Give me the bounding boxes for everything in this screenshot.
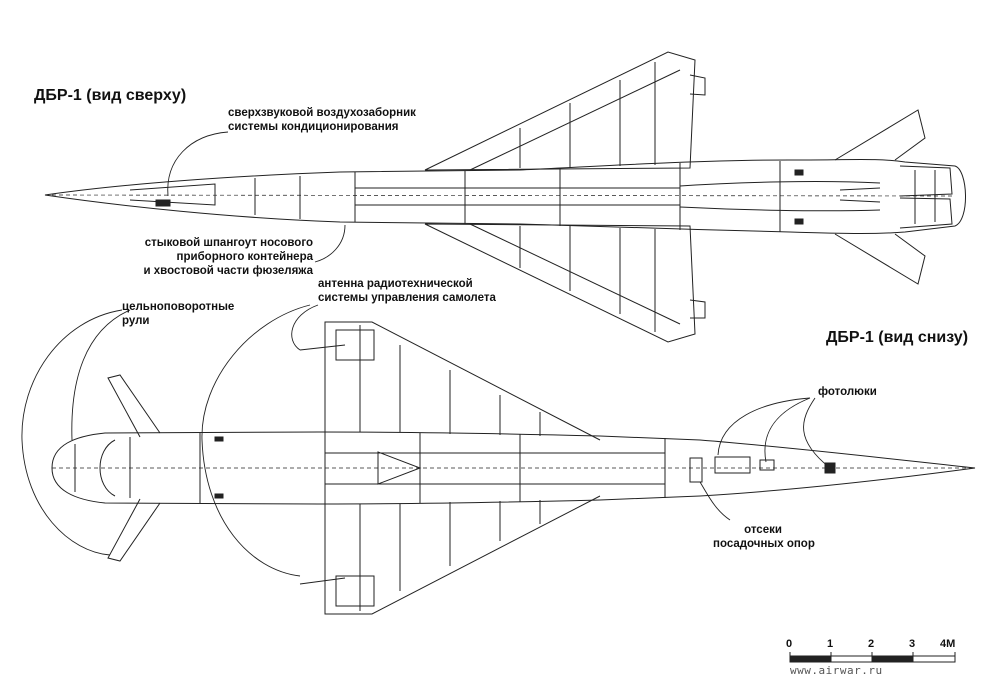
top-view-title: ДБР-1 (вид сверху) [34, 87, 187, 104]
annotation-rudders-line-1: цельноповоротные [122, 301, 235, 313]
scale-tick-4: 4М [940, 638, 956, 650]
annotation-antenna-line-2: системы управления самолета [318, 292, 496, 304]
annotation-intake: сверхзвуковой воздухозаборник системы ко… [228, 106, 416, 134]
top-view-aircraft [44, 51, 966, 343]
scale-bar [789, 652, 956, 663]
top-leaders [167, 131, 346, 263]
annotation-antenna-line-1: антенна радиотехнической [318, 278, 473, 290]
annotation-gear-bays-line-2: посадочных опор [713, 538, 815, 550]
annotation-frame: стыковой шпангоут носового приборного ко… [118, 236, 313, 278]
annotation-rudders: цельноповоротные рули [122, 300, 234, 328]
annotation-photo-hatches: фотолюки [818, 386, 877, 398]
bottom-view-title: ДБР-1 (вид снизу) [826, 329, 969, 346]
annotation-gear-bays: отсеки посадочных опор [713, 523, 815, 551]
scale-tick-1: 1 [827, 638, 834, 650]
annotation-frame-line-2: приборного контейнера [176, 251, 313, 263]
bottom-view-aircraft [51, 321, 976, 615]
annotation-frame-line-3: и хвостовой части фюзеляжа [143, 265, 313, 277]
annotation-rudders-line-2: рули [122, 315, 150, 327]
annotation-antenna: антенна радиотехнической системы управле… [318, 277, 496, 305]
scale-tick-2: 2 [868, 638, 875, 650]
annotation-gear-bays-line-1: отсеки [744, 524, 782, 536]
watermark: www.airwar.ru [790, 664, 883, 677]
scale-tick-0: 0 [786, 638, 793, 650]
bottom-leaders [21, 304, 831, 577]
annotation-intake-line-1: сверхзвуковой воздухозаборник [228, 107, 416, 119]
annotation-frame-line-1: стыковой шпангоут носового [144, 237, 313, 249]
scale-tick-3: 3 [909, 638, 916, 650]
annotation-intake-line-2: системы кондиционирования [228, 121, 399, 133]
